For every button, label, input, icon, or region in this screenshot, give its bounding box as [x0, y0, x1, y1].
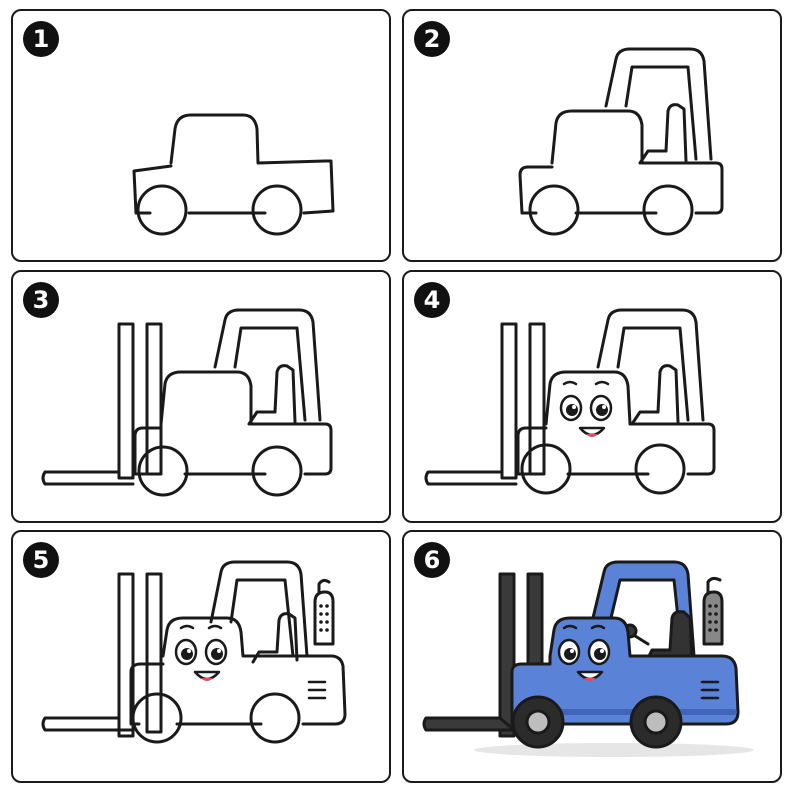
step-number-badge: 4	[414, 282, 450, 318]
step-panel-2: 2	[402, 9, 782, 262]
step-panel-5: 5	[11, 530, 391, 783]
forklift-colored-drawing	[422, 560, 754, 757]
step-number-badge: 1	[23, 21, 59, 57]
step-panel-1: 1	[11, 9, 391, 262]
step-panel-4: 4	[402, 270, 782, 523]
cartoon-eyes	[559, 394, 613, 437]
step-panel-3: 3	[11, 270, 391, 523]
cartoon-eyes	[174, 638, 228, 681]
step-panel-6: 6	[402, 530, 782, 783]
step-number-badge: 2	[414, 21, 450, 57]
exhaust-vents	[708, 604, 718, 632]
exhaust-vents	[319, 604, 329, 632]
cartoon-eyes	[557, 638, 611, 681]
forklift-face-drawing	[424, 308, 716, 495]
forklift-exhaust-drawing	[41, 560, 347, 744]
truck-cab-drawing	[518, 47, 724, 236]
ground-shadow	[474, 743, 754, 757]
step-number-badge: 5	[23, 542, 59, 578]
truck-body-drawing	[132, 113, 335, 236]
step-number-badge: 6	[414, 542, 450, 578]
step-number-badge: 3	[23, 282, 59, 318]
forklift-mast-drawing	[41, 308, 333, 497]
